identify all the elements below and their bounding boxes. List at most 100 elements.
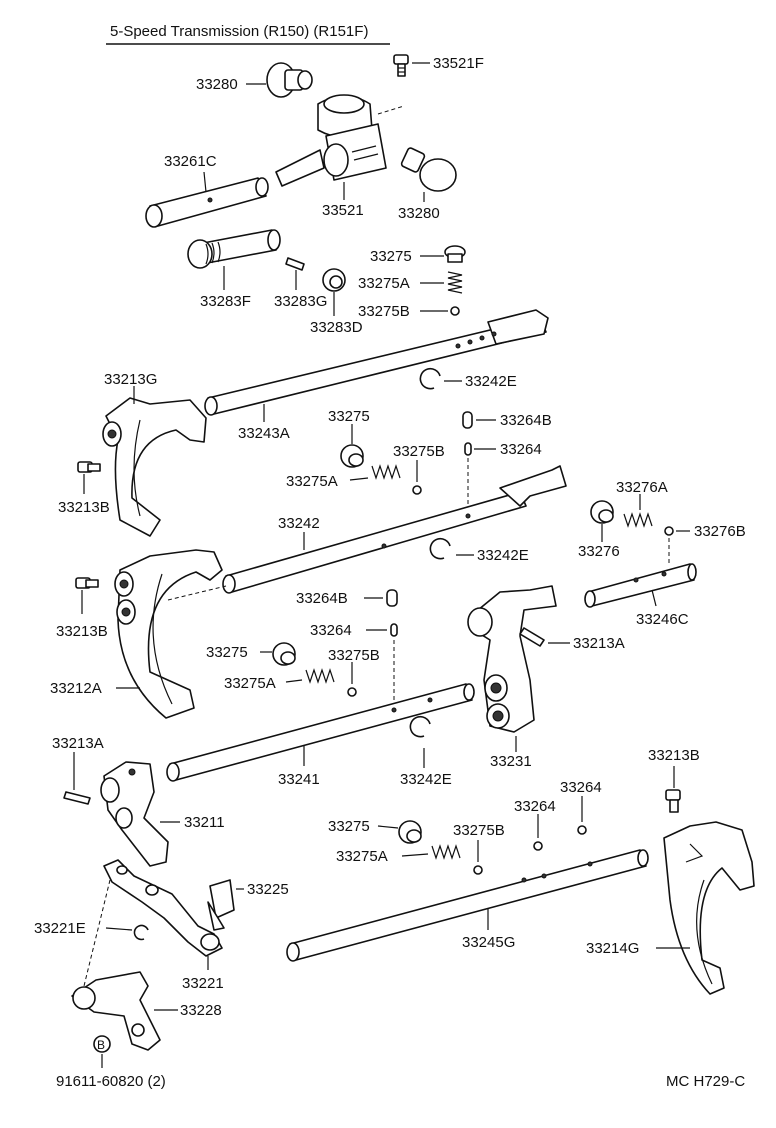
shaft-33242 xyxy=(222,465,567,594)
fork-33213g xyxy=(102,397,207,537)
leader-33221e xyxy=(105,927,133,931)
label-33264-4: 33264 xyxy=(560,779,602,796)
label-33213b-3: 33213B xyxy=(648,747,700,764)
label-33264-2: 33264 xyxy=(310,622,352,639)
clip-33242e-2 xyxy=(429,537,451,560)
spring-33275a-top xyxy=(447,271,463,294)
plug-33280-upper xyxy=(266,62,313,98)
label-33276b: 33276B xyxy=(694,523,746,540)
ball-33276b xyxy=(664,526,674,536)
label-33225: 33225 xyxy=(247,881,289,898)
dash-33521 xyxy=(377,105,405,115)
shaft-33246c xyxy=(584,563,697,608)
label-33280-lower: 33280 xyxy=(398,205,440,222)
spring-33275a-3 xyxy=(305,668,335,684)
pin-33283g xyxy=(285,257,305,271)
block-33225 xyxy=(207,879,235,931)
pin-33264b-1 xyxy=(462,411,473,429)
clip-33242e-3 xyxy=(409,715,431,738)
label-33275b-3: 33275B xyxy=(328,647,380,664)
clip-33242e-1 xyxy=(419,367,441,390)
bolt-33213b-2 xyxy=(75,577,99,589)
label-33243a: 33243A xyxy=(238,425,290,442)
dash-33212a xyxy=(167,585,227,601)
leader-33275a-3 xyxy=(285,679,303,683)
label-33246c: 33246C xyxy=(636,611,689,628)
label-33521f: 33521F xyxy=(433,55,484,72)
fork-33214g xyxy=(663,821,755,995)
label-33275a-4: 33275A xyxy=(336,848,388,865)
ball-33275b-3 xyxy=(347,687,357,697)
spring-33276a xyxy=(623,512,653,528)
label-33221e: 33221E xyxy=(34,920,86,937)
ball-33275b-2 xyxy=(412,485,422,495)
label-33212a: 33212A xyxy=(50,680,102,697)
pin-33283f xyxy=(187,229,281,269)
label-33245g: 33245G xyxy=(462,934,515,951)
label-33276a: 33276A xyxy=(616,479,668,496)
ball-33264-3 xyxy=(533,841,543,851)
leader-33261c xyxy=(203,171,207,193)
leader-33275a-2 xyxy=(349,477,369,481)
label-33213b-1: 33213B xyxy=(58,499,110,516)
label-33280-upper: 33280 xyxy=(196,76,238,93)
ball-33275b-4 xyxy=(473,865,483,875)
label-33214g: 33214G xyxy=(586,940,639,957)
detent-screw-33275-top xyxy=(444,245,466,263)
arm-33221 xyxy=(103,859,223,957)
leader-33275-4 xyxy=(377,825,399,829)
pin-33264b-2 xyxy=(386,589,398,607)
bolt-b-letter: B xyxy=(97,1038,105,1052)
shaft-33245g xyxy=(286,849,649,962)
label-33521: 33521 xyxy=(322,202,364,219)
detent-screw-33275-2 xyxy=(340,444,364,468)
label-33221: 33221 xyxy=(182,975,224,992)
detent-screw-33275-3 xyxy=(272,642,296,666)
label-33264-3: 33264 xyxy=(514,798,556,815)
label-33213a-1: 33213A xyxy=(573,635,625,652)
label-33261c: 33261C xyxy=(164,153,217,170)
shift-head-33521 xyxy=(275,94,387,187)
label-33283d: 33283D xyxy=(310,319,363,336)
spring-33275a-4 xyxy=(431,844,461,860)
label-33242: 33242 xyxy=(278,515,320,532)
clip-33221e xyxy=(133,924,149,941)
label-33276: 33276 xyxy=(578,543,620,560)
label-33275b-top: 33275B xyxy=(358,303,410,320)
bolt-33213b-1 xyxy=(77,461,101,473)
label-33283f: 33283F xyxy=(200,293,251,310)
plug-33280-lower xyxy=(400,147,457,192)
label-33213g: 33213G xyxy=(104,371,157,388)
pin-33264-1 xyxy=(464,442,472,456)
plug-33276 xyxy=(590,500,614,524)
label-33275-top: 33275 xyxy=(370,248,412,265)
label-33264b-1: 33264B xyxy=(500,412,552,429)
bolt-33213b-3 xyxy=(665,789,681,813)
label-33241: 33241 xyxy=(278,771,320,788)
label-33242e-1: 33242E xyxy=(465,373,517,390)
ball-33275b-top xyxy=(450,306,460,316)
shaft-33243a xyxy=(204,309,549,416)
bolt-33521f xyxy=(393,54,409,77)
label-33275-3: 33275 xyxy=(206,644,248,661)
leader-33246c xyxy=(651,589,657,607)
pin-33264-2 xyxy=(390,623,398,637)
label-33228: 33228 xyxy=(180,1002,222,1019)
ball-33264-4 xyxy=(577,825,587,835)
label-33275b-2: 33275B xyxy=(393,443,445,460)
spring-33275a-2 xyxy=(371,464,401,480)
label-33213a-2: 33213A xyxy=(52,735,104,752)
pin-33213a-2 xyxy=(63,791,91,805)
footer-figure-code: MC H729-C xyxy=(666,1073,745,1090)
label-33264-1: 33264 xyxy=(500,441,542,458)
lever-33231 xyxy=(467,585,557,733)
footer-part-number: 91611-60820 (2) xyxy=(56,1073,166,1090)
label-33283g: 33283G xyxy=(274,293,327,310)
label-33242e-3: 33242E xyxy=(400,771,452,788)
shaft-33261c xyxy=(145,177,269,228)
plug-33283d xyxy=(322,268,346,292)
label-33213b-2: 33213B xyxy=(56,623,108,640)
pin-33213a-1 xyxy=(519,627,545,647)
detent-screw-33275-4 xyxy=(398,820,422,844)
